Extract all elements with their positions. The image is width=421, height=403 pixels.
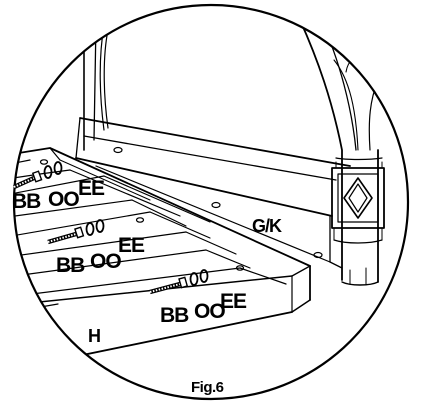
panel-holes xyxy=(39,159,245,271)
hardware-group-1 xyxy=(13,161,63,190)
panel-part-label: H xyxy=(88,326,100,346)
bolt-icon xyxy=(47,226,85,245)
figure-caption: Fig.6 xyxy=(191,379,224,396)
lock-washer-icon xyxy=(53,161,63,175)
lock-washer-label-1: EE xyxy=(78,177,105,200)
bolt-label-2: BB xyxy=(56,254,85,277)
bolt-label-1: BB xyxy=(12,190,41,213)
frame-part-label: G/K xyxy=(252,216,282,236)
hardware-group-2 xyxy=(47,219,105,245)
frame-holes xyxy=(113,146,323,259)
lock-washer-label-3: EE xyxy=(220,290,247,313)
washer-icon xyxy=(43,165,53,179)
lock-washer-label-2: EE xyxy=(118,234,145,257)
bolt-label-3: BB xyxy=(160,304,189,327)
washer-icon xyxy=(85,222,95,236)
hardware-group-3 xyxy=(149,269,209,295)
washer-icon xyxy=(189,272,199,286)
washer-label-2: OO xyxy=(90,250,121,273)
washer-label-3: OO xyxy=(194,300,225,323)
bolt-icon xyxy=(13,170,43,190)
leg-ornament-block xyxy=(331,157,385,244)
lock-washer-icon xyxy=(199,269,209,283)
lock-washer-icon xyxy=(95,219,105,233)
bolt-icon xyxy=(149,276,189,295)
frame-rail xyxy=(75,117,351,269)
washer-label-1: OO xyxy=(48,188,79,211)
